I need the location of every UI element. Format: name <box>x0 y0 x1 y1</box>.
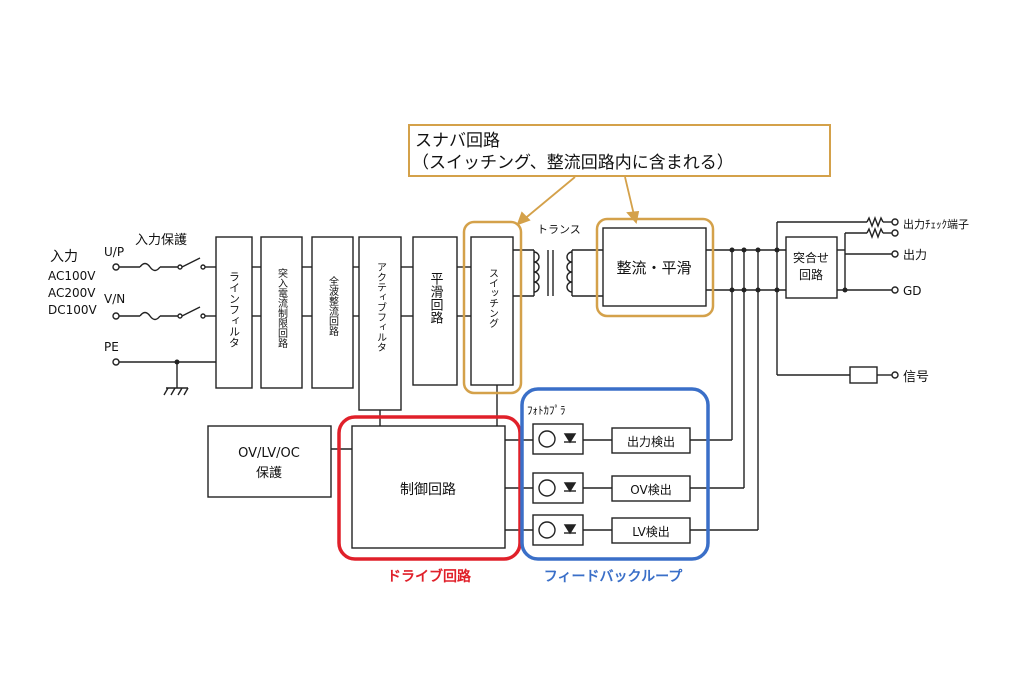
pe-junction <box>174 359 180 365</box>
smoothing-label: 平滑回路 <box>428 272 444 324</box>
smoothing-block <box>412 236 458 386</box>
input-ac100-label: AC100V <box>48 269 96 283</box>
protection-label-2: 保護 <box>256 465 282 481</box>
snubber-callout-subtitle: （スイッチング、整流回路内に含まれる） <box>412 153 734 173</box>
signal-resistor <box>849 366 878 384</box>
output-label: 出力 <box>903 248 927 262</box>
snubber-callout-box <box>408 124 831 177</box>
control-block <box>351 425 506 549</box>
ov-detect-label: OV検出 <box>630 483 671 497</box>
output-terminals <box>891 218 899 379</box>
feedback-loop-highlight <box>520 387 710 561</box>
output-detect-label: 出力検出 <box>627 435 675 449</box>
output-wiring <box>776 216 892 376</box>
line-filter-block <box>215 236 253 389</box>
signal-label: 信号 <box>903 370 929 385</box>
combine-label-2: 回路 <box>799 267 823 282</box>
input-ac200-label: AC200V <box>48 286 96 300</box>
line-filter-label: ラインフィルタ <box>228 271 241 348</box>
transformer-symbol <box>533 249 603 297</box>
detection-wiring <box>690 250 759 531</box>
gd-label: GD <box>903 284 922 298</box>
rect-smooth-block <box>602 227 707 307</box>
output-check-label: 出力ﾁｪｯｸ端子 <box>903 217 969 231</box>
output-detect-block <box>611 427 691 454</box>
callout-arrows <box>516 176 640 226</box>
lv-detect-block <box>611 517 691 544</box>
feedback-loop-label: フィードバックループ <box>544 569 683 585</box>
photocoupler-3 <box>532 514 584 546</box>
snubber-highlight-rectifier <box>595 217 715 318</box>
full-wave-rectifier-block <box>311 236 354 389</box>
photocoupler-links <box>583 439 612 531</box>
combine-block <box>785 236 838 299</box>
protection-block <box>207 425 332 498</box>
output-bus <box>706 249 786 291</box>
switching-block <box>470 236 514 386</box>
drive-circuit-label: ドライブ回路 <box>387 568 472 585</box>
combine-label-1: 突合せ <box>793 250 829 265</box>
rect-smooth-label: 整流・平滑 <box>616 259 691 277</box>
input-dc100-label: DC100V <box>48 303 98 317</box>
switching-label: スイッチング <box>487 268 499 328</box>
photocoupler-1 <box>532 423 584 455</box>
terminal-vn-label: V/N <box>104 292 125 306</box>
input-wiring <box>112 257 216 396</box>
lv-detect-label: LV検出 <box>632 525 670 539</box>
drive-circuit-highlight <box>337 415 522 561</box>
photocoupler-2 <box>532 472 584 504</box>
inrush-limit-label: 突入電流制限回路 <box>276 267 288 349</box>
protection-label-1: OV/LV/OC <box>238 446 300 461</box>
full-wave-rectifier-label: 全波整流回路 <box>327 275 339 337</box>
active-filter-label: アクティブフィルタ <box>375 262 387 352</box>
input-protection-label: 入力保護 <box>135 232 187 248</box>
terminal-up-label: U/P <box>104 245 124 259</box>
inrush-limit-block <box>260 236 303 389</box>
terminal-pe-label: PE <box>104 340 119 354</box>
input-label: 入力 <box>50 249 78 265</box>
snubber-highlight-switching <box>462 220 523 395</box>
snubber-callout-title: スナバ回路 <box>415 131 500 151</box>
output-junction <box>842 287 848 293</box>
transformer-label: トランス <box>537 223 581 236</box>
output-bus-junctions <box>729 247 780 293</box>
chain-connectors <box>252 249 534 317</box>
photocoupler-label: ﾌｫﾄｶﾌﾟﾗ <box>527 404 566 417</box>
control-label: 制御回路 <box>400 482 456 498</box>
